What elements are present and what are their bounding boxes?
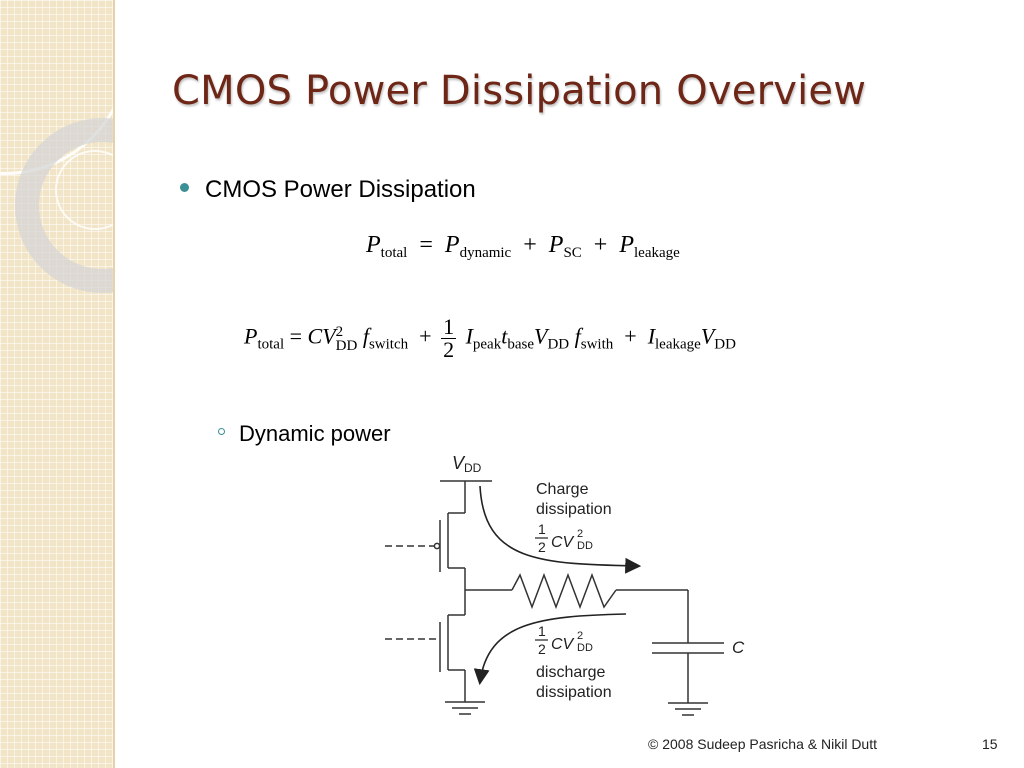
sub-bullet-ring-icon <box>218 427 225 435</box>
discharge-cv-sq: 2 <box>577 630 583 642</box>
bullet-item: CMOS Power Dissipation <box>180 176 476 204</box>
slide-title: CMOS Power Dissipation Overview <box>172 68 867 114</box>
bullet-dot-icon <box>180 183 189 193</box>
strip-divider <box>113 0 115 768</box>
sub-bullet-text: Dynamic power <box>239 421 391 446</box>
discharge-frac-num: 1 <box>538 623 546 639</box>
sub-bullet-item: Dynamic power <box>218 421 391 447</box>
discharge-frac-den: 2 <box>538 641 546 657</box>
capacitor-label: C <box>732 638 745 657</box>
charge-frac-den: 2 <box>538 539 546 555</box>
discharge-cv-dd: DD <box>577 642 593 654</box>
discharge-dissipation-label: dissipation <box>536 684 612 701</box>
cmos-inverter-diagram: VDD Charge dissipation 1 2 CV 2 DD 1 2 C… <box>385 453 745 716</box>
bullet-text: CMOS Power Dissipation <box>205 176 476 203</box>
charge-arrow <box>479 485 642 574</box>
vdd-label: VDD <box>452 453 482 475</box>
discharge-label: discharge <box>536 664 605 681</box>
page-number: 15 <box>982 736 998 752</box>
discharge-arrow <box>473 613 627 686</box>
footer-copyright: © 2008 Sudeep Pasricha & Nikil Dutt <box>648 736 877 752</box>
pmos-gate-bubble <box>433 542 441 550</box>
resistor-zigzag <box>511 572 617 610</box>
charge-label: Charge <box>536 481 589 498</box>
equation-total-power: Ptotal = Pdynamic + PSC + Pleakage <box>366 232 680 261</box>
decorative-side-strip <box>0 0 113 768</box>
charge-frac-num: 1 <box>538 521 546 537</box>
discharge-cv-label: CV <box>551 636 575 653</box>
charge-dissipation-label: dissipation <box>536 501 612 518</box>
charge-cv-label: CV <box>551 534 575 551</box>
charge-cv-sq: 2 <box>577 528 583 540</box>
charge-cv-dd: DD <box>577 540 593 552</box>
